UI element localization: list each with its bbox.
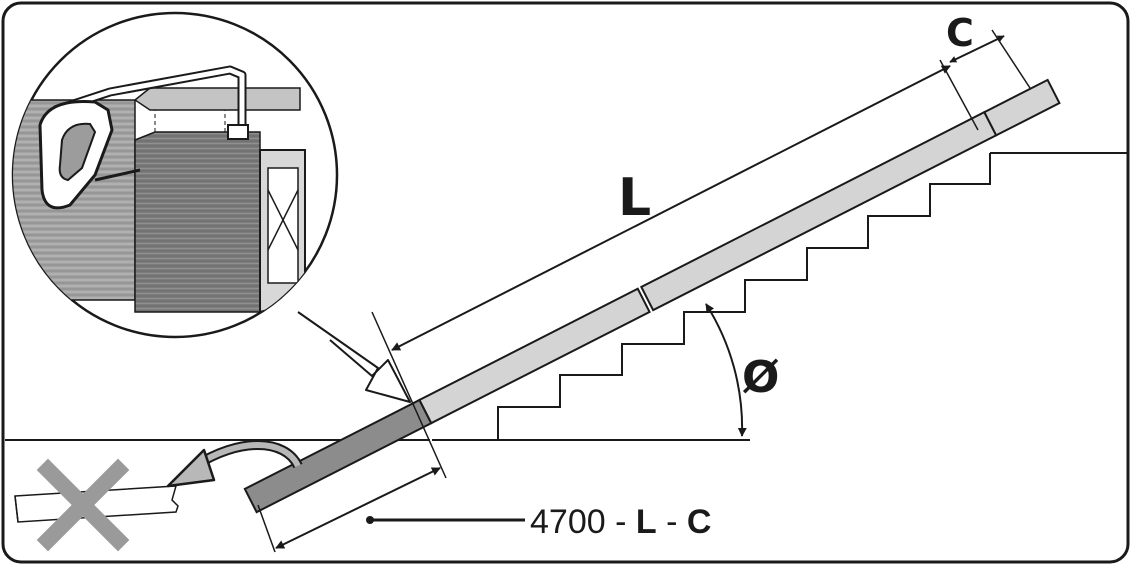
dimension-arrow-cut <box>949 35 1005 63</box>
zoom-callout-pointer <box>297 311 411 403</box>
staircase <box>432 153 991 441</box>
formula-number: 4700 <box>530 503 606 541</box>
cut-line-left <box>371 311 447 479</box>
hacksaw-icon <box>38 65 249 210</box>
offcut-extension-line <box>257 504 276 553</box>
cut-line-c-start <box>939 59 979 131</box>
formula-leader-dot <box>366 516 374 524</box>
removal-arrow-icon <box>166 440 303 488</box>
formula-separator-1: - <box>606 503 636 541</box>
rail-main-segment-2 <box>639 110 998 312</box>
dimension-arrow-offcut <box>275 467 441 549</box>
stair-rail <box>243 78 1061 514</box>
label-angle: Ø <box>742 352 779 403</box>
rail-end-segment <box>983 78 1061 137</box>
formula-text: 4700 - L - C <box>530 503 711 541</box>
formula-separator-2: - <box>657 503 687 541</box>
rail-main-segment-1 <box>418 287 651 425</box>
rail-offcut-segment <box>243 398 433 514</box>
formula-l: L <box>636 503 657 541</box>
label-length: L <box>618 168 651 228</box>
angle-arc <box>705 303 747 437</box>
label-cut: C <box>946 11 974 55</box>
profile-cut-section <box>134 131 261 313</box>
formula-c: C <box>687 503 712 541</box>
discard-cross-icon <box>36 458 130 552</box>
dimension-arrow-length <box>391 65 951 351</box>
zoom-detail-circle <box>11 11 339 339</box>
